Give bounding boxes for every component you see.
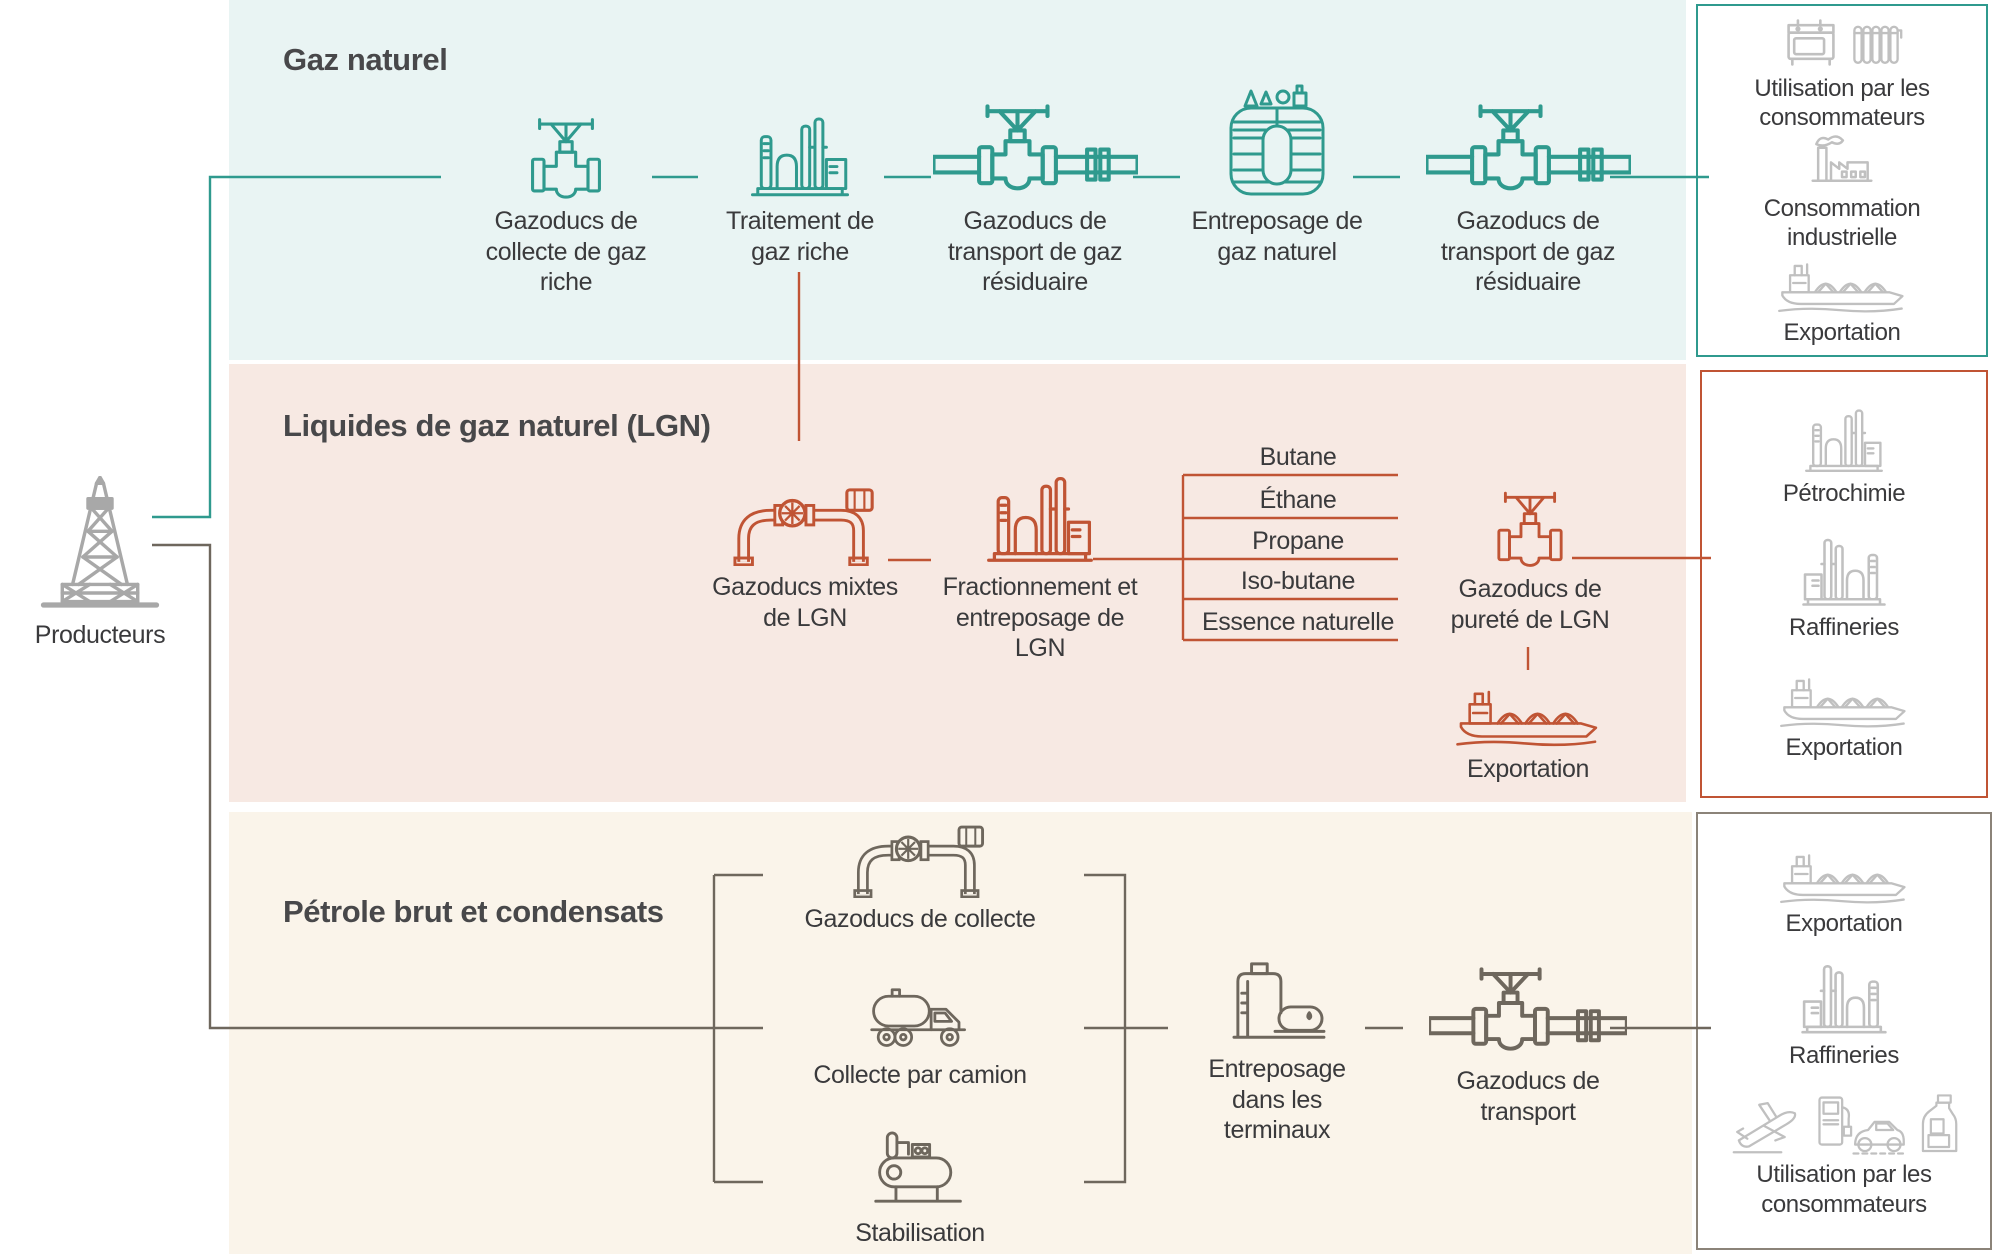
node-oil-stabilization: Stabilisation [790, 1122, 1050, 1249]
node-label: Gazoducs mixtes de LGN [712, 573, 898, 632]
valve-icon [1489, 489, 1571, 568]
node-label: Producteurs [34, 621, 166, 649]
node-label: Gazoducs de collecte de gaz riche [485, 207, 647, 296]
tanker-ship-icon [1454, 678, 1602, 748]
node-ngl-export: Exportation [1428, 680, 1628, 785]
outcome-box-gas: Utilisation par les consommateurs Consom… [1696, 4, 1988, 357]
node-ngl-mixed-pipelines: Gazoducs mixtes de LGN [700, 486, 910, 633]
outcome-label: Utilisation par les consommateurs [1756, 1161, 1932, 1218]
outcome-petrochemicals: Pétrochimie [1709, 405, 1979, 508]
elbow-pipe-icon [732, 478, 878, 566]
node-ngl-fractionation: Fractionnement et entreposage de LGN [938, 446, 1142, 664]
node-gas-processing: Traitement de gaz riche [707, 100, 893, 267]
band-natural-gas [229, 0, 1686, 360]
node-label: Exportation [1466, 755, 1590, 783]
band-title-ngl: Liquides de gaz naturel (LGN) [283, 408, 711, 443]
node-ngl-purity-pipelines: Gazoducs de pureté de LGN [1435, 484, 1625, 635]
product-label-butane: Butane [1259, 443, 1337, 471]
node-label: Traitement de gaz riche [725, 207, 875, 266]
node-oil-trucking: Collecte par camion [790, 972, 1050, 1091]
refinery-icon [1799, 534, 1889, 609]
fractionation-plant-icon [983, 471, 1097, 566]
outcome-industrial-use: Consommation industrielle [1707, 133, 1977, 253]
outcome-consumer-use: Utilisation par les consommateurs [1719, 1091, 1969, 1219]
node-label: Stabilisation [855, 1219, 985, 1247]
node-label: Gazoducs de pureté de LGN [1450, 575, 1610, 634]
node-oil-terminal-storage: Entreposage dans les terminaux [1192, 938, 1362, 1146]
pipeline-valve-icon [1426, 104, 1631, 200]
elbow-pipe-icon [852, 816, 988, 898]
outcome-export: Exportation [1707, 252, 1977, 347]
node-gas-transmission-2: Gazoducs de transport de gaz résiduaire [1418, 100, 1638, 298]
band-title-oil: Pétrole brut et condensats [283, 894, 664, 929]
product-label-natural-gasoline: Essence naturelle [1202, 608, 1394, 636]
node-label: Gazoducs de transport de gaz résiduaire [947, 207, 1123, 296]
tanker-ship-icon [1778, 843, 1910, 905]
drilling-rig-icon [40, 476, 160, 614]
outcome-label: Exportation [1785, 910, 1903, 938]
outcome-box-ngl: Pétrochimie Raffineries Exportation [1700, 370, 1988, 798]
pipeline-valve-icon [933, 104, 1138, 200]
refinery-icon [1798, 960, 1890, 1037]
outcome-refineries: Raffineries [1709, 960, 1979, 1070]
node-gas-storage: Entreposage de gaz naturel [1177, 60, 1377, 267]
node-oil-transmission: Gazoducs de transport [1418, 960, 1638, 1127]
stove-icon [1781, 14, 1841, 70]
outcome-label: Utilisation par les consommateurs [1754, 75, 1930, 132]
product-label-ethane: Éthane [1259, 486, 1337, 514]
outcome-consumer-use: Utilisation par les consommateurs [1717, 14, 1967, 133]
outcome-box-oil: Exportation Raffineries Utilisation par … [1696, 812, 1992, 1250]
node-label: Entreposage de gaz naturel [1191, 207, 1363, 266]
node-label: Gazoducs de transport [1456, 1067, 1600, 1126]
tank-truck-icon [868, 985, 972, 1054]
node-label: Gazoducs de collecte [804, 905, 1036, 933]
node-label: Fractionnement et entreposage de LGN [942, 573, 1138, 662]
underground-storage-icon [1217, 74, 1337, 200]
outcome-label: Raffineries [1789, 613, 1899, 641]
radiator-icon [1849, 16, 1903, 70]
petrochemical-plant-icon [1802, 405, 1886, 475]
tanker-ship-icon [1776, 252, 1908, 314]
node-label: Collecte par camion [813, 1061, 1027, 1089]
node-label: Entreposage dans les terminaux [1208, 1055, 1346, 1144]
stabilizer-icon [870, 1127, 970, 1212]
icon-row [1781, 14, 1903, 70]
outcome-refineries: Raffineries [1709, 534, 1979, 642]
oil-jug-icon [1915, 1092, 1961, 1156]
processing-plant-icon [747, 112, 853, 200]
product-label-propane: Propane [1252, 527, 1344, 555]
node-oil-gathering-pipelines: Gazoducs de collecte [790, 820, 1050, 935]
fuel-pump-car-icon [1813, 1091, 1907, 1156]
outcome-export: Exportation [1709, 843, 1979, 938]
factory-icon [1809, 133, 1875, 190]
node-gas-gathering-pipelines: Gazoducs de collecte de gaz riche [471, 100, 661, 298]
outcome-label: Consommation industrielle [1763, 194, 1921, 251]
node-gas-transmission-1: Gazoducs de transport de gaz résiduaire [925, 100, 1145, 298]
band-title-gas: Gaz naturel [283, 42, 448, 77]
node-producers: Producteurs [0, 400, 200, 651]
product-label-isobutane: Iso-butane [1240, 567, 1356, 595]
valve-icon [522, 115, 610, 200]
pipeline-valve-icon [1429, 967, 1627, 1060]
outcome-label: Exportation [1785, 734, 1903, 762]
outcome-label: Exportation [1783, 319, 1901, 347]
icon-row [1727, 1091, 1961, 1156]
storage-tanks-icon [1222, 958, 1332, 1048]
outcome-export: Exportation [1709, 667, 1979, 762]
outcome-label: Pétrochimie [1782, 480, 1906, 508]
tanker-ship-icon [1778, 667, 1910, 729]
node-label: Gazoducs de transport de gaz résiduaire [1440, 207, 1616, 296]
outcome-label: Raffineries [1789, 1041, 1899, 1069]
airplane-icon [1727, 1096, 1805, 1156]
